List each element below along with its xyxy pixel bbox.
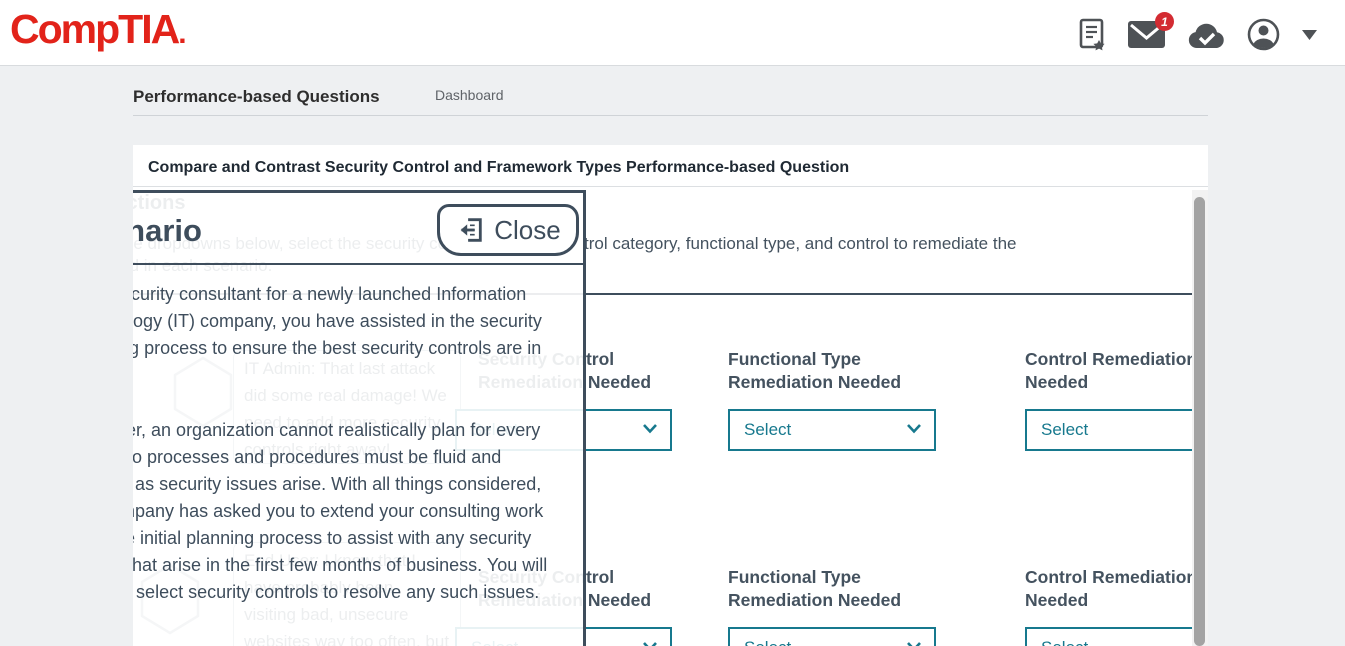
account-icon[interactable]: [1247, 18, 1280, 51]
person-glyph: [1247, 18, 1280, 51]
comptia-logo[interactable]: CompTIA.: [10, 6, 187, 53]
select-value: Select: [744, 638, 791, 646]
caret-glyph: [1302, 29, 1317, 40]
close-button[interactable]: Close: [437, 204, 579, 256]
label-control-remediation: Control Remediation Needed: [1025, 348, 1192, 394]
cloud-check-icon[interactable]: [1187, 21, 1225, 49]
modal-heading-rule: [133, 263, 583, 265]
instructions-line1: trol category, functional type, and cont…: [584, 234, 1017, 253]
chevron-down-icon: [907, 424, 921, 434]
scenario-line: need to select security controls to reso…: [133, 582, 540, 602]
scenario-line: issue, so processes and procedures must …: [133, 447, 502, 467]
label-line: Needed: [1025, 590, 1089, 610]
label-line: Control Remediation: [1025, 567, 1192, 587]
label-control-remediation: Control Remediation Needed: [1025, 566, 1192, 612]
select-value: Select: [1041, 420, 1089, 439]
unread-badge: 1: [1155, 12, 1174, 31]
label-line: Control Remediation: [1025, 349, 1192, 369]
header-icon-group: 1: [1079, 12, 1317, 51]
vertical-scrollbar[interactable]: [1192, 190, 1208, 646]
scenario-line: place.: [133, 362, 542, 389]
chevron-down-icon[interactable]: [1302, 29, 1317, 40]
label-line: Functional Type: [728, 349, 861, 369]
label-line: Needed: [1025, 372, 1089, 392]
comptia-logo-dot: .: [178, 17, 186, 50]
top-header: CompTIA. 1: [0, 0, 1345, 66]
scenario-modal: Scenario Close As a security consultant …: [133, 190, 586, 646]
title-divider: [133, 186, 1208, 187]
comptia-logo-text: CompTIA: [10, 6, 180, 52]
scenario-line: planning process to ensure the best secu…: [133, 338, 542, 358]
cloud-glyph: [1188, 23, 1224, 48]
document-glyph: [1079, 18, 1105, 51]
close-button-label: Close: [494, 214, 561, 245]
page-title: Performance-based Questions: [133, 87, 380, 106]
scenario-line: past the initial planning process to ass…: [133, 528, 532, 548]
envelope-glyph: [1128, 21, 1165, 48]
chevron-down-icon: [907, 642, 921, 646]
scenario-line: the company has asked you to extend your…: [133, 501, 544, 521]
question-title: Compare and Contrast Security Control an…: [148, 159, 850, 176]
label-functional-type: Functional Type Remediation Needed: [728, 566, 901, 612]
label-line: Remediation Needed: [728, 372, 902, 392]
document-star-icon[interactable]: [1079, 18, 1106, 51]
select-value: Select: [744, 420, 792, 439]
breadcrumb-dashboard[interactable]: Dashboard: [435, 87, 504, 103]
select-control-remediation-1[interactable]: Select: [1025, 409, 1192, 451]
scenario-line: Technology (IT) company, you have assist…: [133, 311, 542, 331]
chevron-down-icon: [643, 424, 657, 434]
scenario-paragraph-2: However, an organization cannot realisti…: [133, 417, 547, 606]
label-functional-type: Functional Type Remediation Needed: [728, 348, 901, 394]
label-line: Functional Type: [728, 567, 861, 587]
question-panel: Instructions Using the dropdowns below, …: [133, 190, 1192, 646]
select-functional-type-1[interactable]: Select: [728, 409, 936, 451]
label-line: Remediation Needed: [728, 590, 902, 610]
scenario-line: However, an organization cannot realisti…: [133, 420, 541, 440]
chevron-down-icon: [643, 642, 657, 646]
select-functional-type-2[interactable]: Select: [728, 627, 936, 646]
select-control-remediation-2[interactable]: Select: [1025, 627, 1192, 646]
scrollbar-thumb[interactable]: [1194, 197, 1205, 646]
scenario-line: change as security issues arise. With al…: [133, 474, 542, 494]
exit-icon: [460, 218, 482, 242]
breadcrumb-divider: [133, 115, 1208, 116]
scenario-line: issues that arise in the first few month…: [133, 555, 548, 575]
mail-icon[interactable]: 1: [1128, 12, 1174, 48]
scenario-line: As a security consultant for a newly lau…: [133, 284, 527, 304]
select-value: Select: [1041, 638, 1088, 646]
section-divider: [133, 293, 1192, 295]
question-card: Compare and Contrast Security Control an…: [133, 145, 1208, 646]
scenario-modal-title: Scenario: [133, 213, 202, 248]
scenario-paragraph-1: As a security consultant for a newly lau…: [133, 281, 542, 389]
